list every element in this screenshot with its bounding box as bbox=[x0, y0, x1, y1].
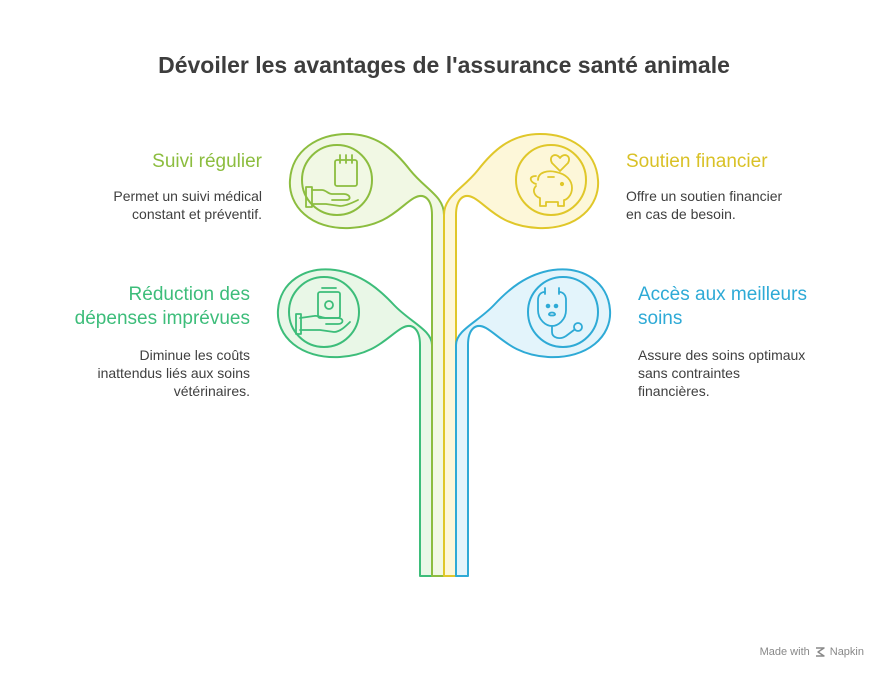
label-line: dépenses imprévues bbox=[74, 308, 250, 329]
made-with-footer: Made with Napkin bbox=[760, 646, 864, 658]
napkin-logo-icon bbox=[815, 647, 825, 657]
desc-line: vétérinaires. bbox=[173, 383, 250, 399]
desc-soutien-financier: Offre un soutien financier en cas de bes… bbox=[626, 187, 866, 223]
icon-circle-blue bbox=[527, 276, 599, 348]
desc-suivi-regulier: Permet un suivi médical constant et prév… bbox=[60, 187, 262, 223]
desc-line: Permet un suivi médical bbox=[113, 188, 262, 204]
page-title: Dévoiler les avantages de l'assurance sa… bbox=[158, 52, 730, 78]
money-hand-icon bbox=[295, 287, 351, 335]
label-soutien-financier-text: Soutien financier bbox=[626, 151, 768, 172]
label-soutien-financier: Soutien financier bbox=[626, 150, 866, 174]
icon-circle-green bbox=[288, 276, 360, 348]
desc-line: en cas de besoin. bbox=[626, 206, 736, 222]
desc-line: Diminue les coûts bbox=[139, 347, 251, 363]
leaf-yellow-shape bbox=[443, 133, 600, 577]
leaf-blue-shape bbox=[455, 268, 612, 577]
label-line: Réduction des bbox=[128, 284, 250, 305]
desc-line: sans contraintes bbox=[638, 365, 740, 381]
napkin-brand-text: Napkin bbox=[829, 646, 864, 658]
desc-line: financières. bbox=[638, 383, 710, 399]
desc-line: Offre un soutien financier bbox=[626, 188, 783, 204]
vet-stethoscope-icon bbox=[537, 287, 583, 339]
desc-acces-soins: Assure des soins optimaux sans contraint… bbox=[638, 346, 868, 400]
icon-circle-yellow bbox=[515, 144, 587, 216]
piggy-bank-heart-icon bbox=[529, 154, 573, 207]
made-with-text: Made with bbox=[759, 646, 810, 658]
desc-line: Assure des soins optimaux bbox=[638, 347, 806, 363]
label-suivi-regulier-text: Suivi régulier bbox=[152, 151, 262, 172]
label-line: soins bbox=[638, 308, 683, 329]
label-reduction-depenses: Réduction des dépenses imprévues bbox=[40, 283, 250, 331]
label-acces-soins: Accès aux meilleurs soins bbox=[638, 283, 868, 331]
label-line: Accès aux meilleurs bbox=[638, 284, 807, 305]
icon-circle-lime bbox=[301, 144, 373, 216]
desc-reduction-depenses: Diminue les coûts inattendus liés aux so… bbox=[40, 346, 250, 400]
desc-line: inattendus liés aux soins bbox=[97, 365, 250, 381]
label-suivi-regulier: Suivi régulier bbox=[60, 150, 262, 174]
desc-line: constant et préventif. bbox=[132, 206, 262, 222]
calendar-hand-icon bbox=[305, 154, 359, 208]
leaf-lime-shape bbox=[288, 133, 445, 577]
